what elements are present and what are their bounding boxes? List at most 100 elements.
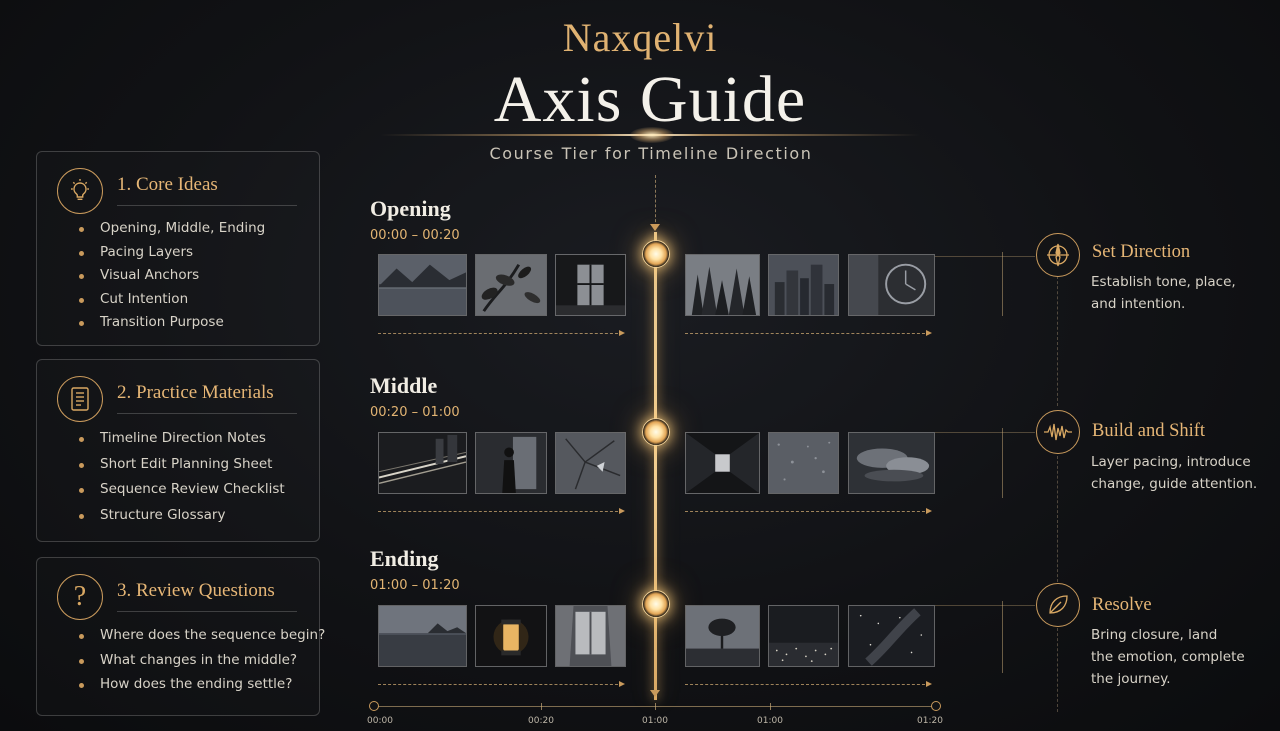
panel-divider [117, 611, 297, 612]
panel-title: 1. Core Ideas [117, 174, 218, 195]
phase-time-opening: 00:00 – 00:20 [370, 228, 460, 243]
phase-arrow-opening-left [378, 330, 625, 336]
stage-description: Establish tone, place, and intention. [1091, 271, 1261, 315]
stage-dashed-link [1057, 456, 1058, 582]
timeline-node-middle[interactable] [642, 418, 670, 446]
thumbnail-clock-room[interactable] [848, 254, 935, 316]
leaf-icon [1036, 583, 1080, 627]
thumbnail-lake-mountains[interactable] [378, 254, 467, 316]
ruler-start-marker [369, 701, 379, 711]
stage-description-line: change, guide attention. [1091, 476, 1258, 492]
timeline-node-opening[interactable] [642, 240, 670, 268]
stage-connector [935, 432, 1035, 433]
thumbnail-city-skyline[interactable] [768, 254, 839, 316]
panel-review-questions: ? 3. Review Questions Where does the seq… [36, 557, 325, 716]
thumbnail-lone-tree[interactable] [685, 605, 760, 667]
phase-arrow-ending-right [685, 681, 932, 687]
stage-description-line: Bring closure, land [1091, 627, 1218, 643]
stage-title-build-and-shift: Build and Shift [1092, 421, 1206, 441]
thumbnail-rain-glass[interactable] [768, 432, 839, 494]
stage-title-resolve: Resolve [1092, 595, 1152, 615]
list-item: Transition Purpose [79, 314, 265, 338]
stage-dashed-link [1057, 276, 1058, 406]
thumbnail-shoreline-dusk[interactable] [378, 605, 467, 667]
stage-description-line: Layer pacing, introduce [1091, 454, 1251, 470]
stage-description-line: the emotion, complete [1091, 649, 1245, 665]
lightbulb-icon [57, 168, 103, 214]
thumbnail-leaves[interactable] [475, 254, 547, 316]
panel-divider [117, 205, 297, 206]
stage-title-set-direction: Set Direction [1092, 242, 1191, 262]
list-item: What changes in the middle? [79, 652, 325, 677]
review-questions-list: Where does the sequence begin? What chan… [79, 627, 325, 701]
stage-description-line: and intention. [1091, 296, 1186, 312]
waveform-icon [1036, 410, 1080, 454]
list-item: Sequence Review Checklist [79, 481, 285, 507]
list-item: Cut Intention [79, 291, 265, 315]
phase-title-middle: Middle [370, 373, 438, 398]
ruler-tick [770, 703, 771, 710]
list-item: Short Edit Planning Sheet [79, 456, 285, 482]
thumbnail-figure-corridor[interactable] [475, 432, 547, 494]
phase-arrow-ending-left [378, 681, 625, 687]
title-glow [630, 127, 674, 143]
panel-title: 2. Practice Materials [117, 382, 274, 403]
ruler-label: 01:20 [917, 716, 943, 726]
stage-stem [1002, 252, 1003, 316]
ruler-label: 01:00 [642, 716, 668, 726]
axis-arrow-top [650, 224, 660, 231]
thumbnail-city-night[interactable] [768, 605, 839, 667]
practice-materials-list: Timeline Direction Notes Short Edit Plan… [79, 430, 285, 532]
thumbnail-starry-sky[interactable] [848, 605, 935, 667]
phase-time-ending: 01:00 – 01:20 [370, 578, 460, 593]
phase-time-middle: 00:20 – 01:00 [370, 405, 460, 420]
phase-title-opening: Opening [370, 196, 451, 221]
phase-arrow-opening-right [685, 330, 932, 336]
stage-connector [935, 256, 1035, 257]
list-item: Visual Anchors [79, 267, 265, 291]
timeline-node-ending[interactable] [642, 590, 670, 618]
ruler-end-marker [931, 701, 941, 711]
core-ideas-list: Opening, Middle, Ending Pacing Layers Vi… [79, 220, 265, 338]
thumbnail-curtain-window[interactable] [555, 605, 626, 667]
ruler-tick [541, 703, 542, 710]
thumbnail-lantern[interactable] [475, 605, 547, 667]
thumbnail-hallway-light[interactable] [685, 432, 760, 494]
list-item: Structure Glossary [79, 507, 285, 533]
thumbnail-window-light[interactable] [555, 254, 626, 316]
page-subtitle: Course Tier for Timeline Direction [489, 144, 813, 163]
compass-icon [1036, 233, 1080, 277]
thumbnail-forest[interactable] [685, 254, 760, 316]
question-icon: ? [57, 574, 103, 620]
stage-description: Bring closure, land the emotion, complet… [1091, 624, 1261, 690]
stage-dashed-link [1057, 628, 1058, 712]
document-icon [57, 376, 103, 422]
brand-name: Naxqelvi [562, 15, 718, 60]
panel-title: 3. Review Questions [117, 580, 275, 601]
axis-arrow-bottom [650, 690, 660, 697]
page-title: Axis Guide [493, 63, 807, 136]
panel-core-ideas: 1. Core Ideas Opening, Middle, Ending Pa… [36, 151, 320, 346]
ruler-label: 01:00 [757, 716, 783, 726]
ruler-label: 00:00 [367, 716, 393, 726]
ruler-label: 00:20 [528, 716, 554, 726]
ruler-tick [655, 703, 656, 710]
stage-stem [1002, 601, 1003, 673]
list-item: Opening, Middle, Ending [79, 220, 265, 244]
phase-title-ending: Ending [370, 546, 439, 571]
thumbnail-shattered-glass[interactable] [555, 432, 626, 494]
stage-description-line: Establish tone, place, [1091, 274, 1236, 290]
phase-arrow-middle-left [378, 508, 625, 514]
timeline-axis [654, 232, 657, 700]
list-item: Pacing Layers [79, 244, 265, 268]
axis-top-line [655, 175, 656, 227]
list-item: Timeline Direction Notes [79, 430, 285, 456]
stage-description: Layer pacing, introduce change, guide at… [1091, 451, 1261, 495]
list-item: Where does the sequence begin? [79, 627, 325, 652]
phase-arrow-middle-right [685, 508, 932, 514]
list-item: How does the ending settle? [79, 676, 325, 701]
stage-stem [1002, 428, 1003, 498]
stage-description-line: the journey. [1091, 671, 1171, 687]
thumbnail-light-trails[interactable] [378, 432, 467, 494]
thumbnail-storm-clouds[interactable] [848, 432, 935, 494]
